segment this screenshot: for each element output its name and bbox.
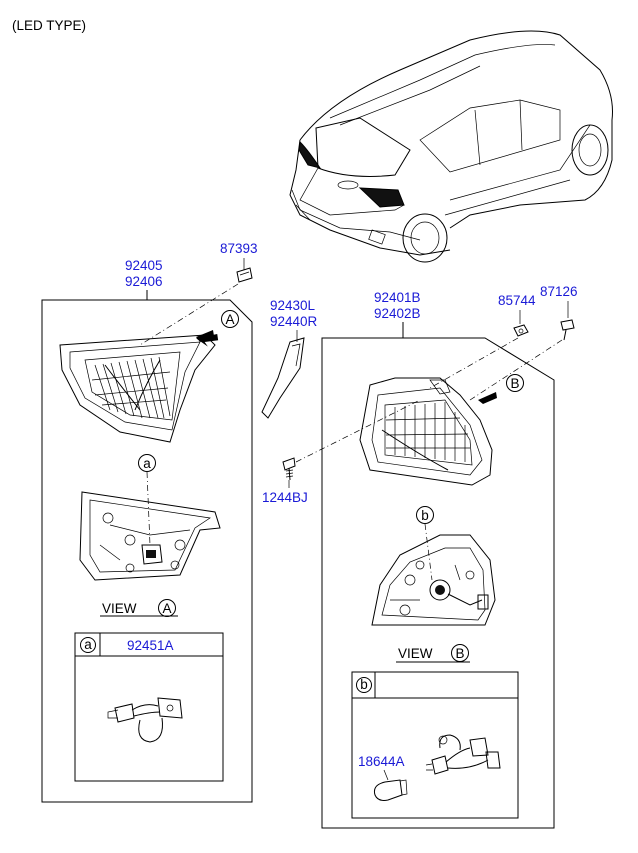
part-number-92430L[interactable]: 92430L bbox=[270, 298, 316, 313]
callout-a-label: a bbox=[143, 456, 151, 471]
socket-box-a-marker: a bbox=[84, 637, 92, 652]
callout-b-circle bbox=[416, 506, 434, 524]
part-number-92401B[interactable]: 92401B bbox=[374, 290, 421, 305]
outer-lamp-view-b bbox=[371, 534, 496, 626]
inner-tail-lamp bbox=[59, 334, 216, 443]
view-b-caption: VIEW bbox=[398, 646, 433, 661]
diagram-title: (LED TYPE) bbox=[12, 18, 86, 33]
view-a-caption: VIEW bbox=[102, 601, 137, 616]
part-number-1244BJ[interactable]: 1244BJ bbox=[262, 490, 308, 505]
callout-a-circle bbox=[138, 454, 156, 472]
view-a-arrow: A bbox=[196, 310, 239, 347]
part-number-92440R[interactable]: 92440R bbox=[270, 314, 318, 329]
part-number-18644A[interactable]: 18644A bbox=[358, 754, 405, 769]
part-number-92451A[interactable]: 92451A bbox=[127, 638, 174, 653]
part-number-87126[interactable]: 87126 bbox=[540, 284, 578, 299]
car-illustration bbox=[289, 30, 613, 263]
view-b-arrow: B bbox=[478, 374, 524, 404]
part-number-85744[interactable]: 85744 bbox=[498, 293, 536, 308]
callout-b-label: b bbox=[421, 508, 429, 523]
inner-lamp-group-frame bbox=[41, 299, 253, 803]
marker-A: A bbox=[225, 312, 234, 327]
inner-lamp-view-a bbox=[79, 491, 221, 581]
screw-1244bj-icon bbox=[282, 457, 296, 481]
outer-lamp-group-frame bbox=[321, 337, 555, 829]
part-number-87393[interactable]: 87393 bbox=[220, 241, 258, 256]
view-a-marker: A bbox=[162, 601, 171, 616]
outer-tail-lamp bbox=[359, 377, 493, 486]
view-b-marker: B bbox=[455, 646, 464, 661]
clip-87393-icon bbox=[236, 267, 253, 283]
socket-box-b: b 18644A bbox=[351, 671, 519, 819]
screw-87126-icon bbox=[560, 319, 575, 341]
marker-B: B bbox=[510, 376, 519, 391]
part-number-92406[interactable]: 92406 bbox=[125, 274, 163, 289]
part-number-92405[interactable]: 92405 bbox=[125, 258, 163, 273]
socket-box-a: a 92451A bbox=[74, 632, 224, 782]
reflector bbox=[261, 337, 305, 419]
nut-85744-icon bbox=[513, 324, 529, 337]
part-number-92402B[interactable]: 92402B bbox=[374, 306, 421, 321]
socket-box-b-marker: b bbox=[360, 677, 368, 692]
